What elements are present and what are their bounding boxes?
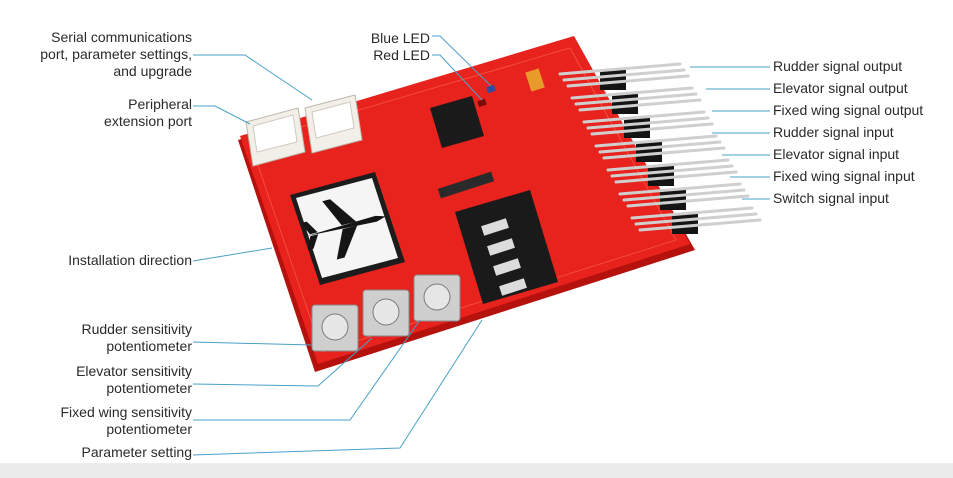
header-pin xyxy=(614,170,738,184)
leader-peripheral-port xyxy=(193,105,251,125)
label-peripheral-port: Peripheral extension port xyxy=(104,96,192,129)
label-rudder-output: Rudder signal output xyxy=(773,58,903,74)
header-pin xyxy=(590,122,714,136)
bottom-bar xyxy=(0,463,953,478)
capacitor xyxy=(525,68,545,92)
label-blue-led: Blue LED xyxy=(370,30,430,46)
label-installation-direction: Installation direction xyxy=(68,252,192,268)
label-elevator-output: Elevator signal output xyxy=(773,80,908,96)
header-pin xyxy=(586,116,710,130)
header-pin xyxy=(562,68,686,82)
fixed-wing-potentiometer xyxy=(413,274,461,322)
pin-header xyxy=(558,62,762,234)
header-pin xyxy=(626,194,750,208)
header-pin xyxy=(606,158,730,172)
header-pin xyxy=(634,212,758,226)
header-pin xyxy=(570,86,694,100)
header-pin xyxy=(558,62,682,76)
header-pin xyxy=(618,182,742,196)
header-pin xyxy=(578,98,702,112)
leader-param-switch xyxy=(192,319,483,456)
header-pin xyxy=(598,140,722,154)
red-led xyxy=(477,98,487,108)
header-pin xyxy=(582,110,706,124)
header-pin xyxy=(622,188,746,202)
header-pin xyxy=(602,146,726,160)
leader-blue-led xyxy=(432,35,492,87)
rudder-potentiometer xyxy=(311,304,359,352)
label-rudder-potentiometer: Rudder sensitivity potentiometer xyxy=(81,321,193,354)
label-fixed-wing-input: Fixed wing signal input xyxy=(773,168,915,184)
dip-switch xyxy=(455,190,558,304)
elevator-potentiometer xyxy=(362,289,410,337)
label-rudder-input: Rudder signal input xyxy=(773,124,894,140)
header-pin xyxy=(594,134,718,148)
label-fixed-wing-output: Fixed wing signal output xyxy=(773,102,924,118)
label-red-led: Red LED xyxy=(373,47,430,63)
processor-chip xyxy=(290,172,405,285)
serial-port-connector xyxy=(304,94,363,154)
label-elevator-input: Elevator signal input xyxy=(773,146,900,162)
leader-lines xyxy=(192,35,770,456)
header-pin xyxy=(630,206,754,220)
header-pin xyxy=(610,164,734,178)
label-serial-port: Serial communications port, parameter se… xyxy=(40,29,192,79)
leader-rudder-pot xyxy=(192,341,313,346)
header-pin xyxy=(574,92,698,106)
leader-fixed-wing-pot xyxy=(193,319,421,421)
header-pin xyxy=(566,74,690,88)
label-switch-input: Switch signal input xyxy=(773,190,889,206)
gyro-ic xyxy=(430,96,484,148)
header-pin xyxy=(638,218,762,232)
leader-serial-port xyxy=(193,54,313,101)
peripheral-port-connector xyxy=(245,107,306,167)
label-elevator-potentiometer: Elevator sensitivity potentiometer xyxy=(76,363,192,396)
crystal xyxy=(437,171,495,199)
leader-elevator-pot xyxy=(192,337,373,387)
airplane-icon xyxy=(300,199,386,260)
blue-led xyxy=(486,84,496,94)
leader-red-led xyxy=(432,54,483,101)
label-fixed-wing-potentiometer: Fixed wing sensitivity potentiometer xyxy=(60,404,193,437)
leader-installation-direction xyxy=(192,247,273,262)
